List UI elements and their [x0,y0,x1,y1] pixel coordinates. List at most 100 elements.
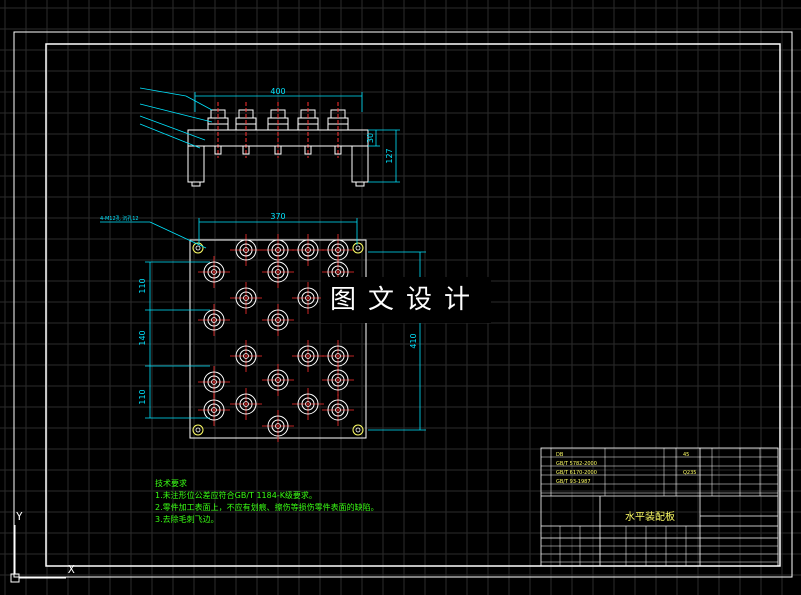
bolt-head [292,282,324,314]
bolt-core [275,377,281,383]
bolt-outer [327,369,349,391]
stud-shank [274,145,282,155]
tech-item-2: 2.零件加工表面上，不应有划痕、擦伤等损伤零件表面的缺陷。 [155,503,379,512]
corner-hole-outer [352,424,364,436]
corner-hole-outer [192,242,204,254]
tech-item-3: 3.去除毛刺飞边。 [155,515,219,524]
bolt-core [275,423,281,429]
bolt-core [305,247,311,253]
dim-plan-width: 370 [270,212,285,221]
tb-cell-2: GB/T 5782-2000 [556,461,597,467]
bolt-head [292,388,324,420]
stud-shank [242,145,250,155]
dim-top-width: 400 [270,87,285,96]
bolt-core [243,353,249,359]
bolt-inner [207,403,221,417]
corner-hole [352,424,364,436]
watermark-banner: 图文设计 [321,277,491,323]
bolt-core [243,247,249,253]
bolt-core [275,269,281,275]
corner-hole-outer [352,242,364,254]
stud [297,102,319,158]
bolt-core [211,269,217,275]
bolt-core [275,247,281,253]
stud-shank [214,145,222,155]
bolt-inner [301,243,315,257]
corner-hole-inner [355,245,361,251]
bolt-inner [301,397,315,411]
bolt-head [198,256,230,288]
bolt-inner [271,419,285,433]
bolt-core [335,269,341,275]
bolt-core [305,295,311,301]
ucs-y-label: Y [16,510,23,523]
ucs-icon [10,525,66,583]
bolt-inner [271,265,285,279]
plan-bolt-pattern [192,234,364,442]
inner-drawing-frame [45,43,781,567]
tb-cell-4: GB/T 93-1987 [556,479,591,485]
bolt-outer [235,345,257,367]
corner-hole-inner [195,245,201,251]
bolt-inner [239,397,253,411]
bolt-core [243,401,249,407]
drawing-title: 水平装配板 [625,512,675,523]
dim-pitch-1: 110 [138,278,147,293]
tb-cell-1: DB [556,452,564,458]
bolt-inner [207,313,221,327]
bolt-head [262,304,294,336]
bolt-core [211,379,217,385]
corner-hole-outer [192,424,204,436]
corner-hole [352,242,364,254]
stud-shank [304,145,312,155]
bolt-outer [235,239,257,261]
bolt-core [211,407,217,413]
bolt-inner [331,373,345,387]
bolt-head [230,234,262,266]
bolt-outer [297,345,319,367]
bolt-core [335,353,341,359]
bolt-head [262,364,294,396]
bolt-core [335,407,341,413]
bolt-head [198,366,230,398]
dim-plan-height: 410 [409,333,418,348]
bolt-inner [301,349,315,363]
tb-cell-6: 45 [683,452,689,458]
bolt-core [335,377,341,383]
bolt-outer [235,393,257,415]
bolt-inner [331,403,345,417]
bolt-outer [203,371,225,393]
bolt-head [230,340,262,372]
bolt-inner [207,375,221,389]
bolt-core [305,353,311,359]
corner-hole-inner [195,427,201,433]
dim-pitch-3: 110 [138,389,147,404]
bolt-head [198,394,230,426]
bolt-outer [235,287,257,309]
outer-sheet-border [13,31,793,578]
stud [207,102,229,158]
dim-top-height-total: 127 [385,148,394,163]
tech-heading: 技术要求 [155,479,187,488]
bolt-head [262,256,294,288]
bolt-core [335,247,341,253]
bolt-head [198,304,230,336]
bolt-head [230,282,262,314]
title-block [540,447,779,567]
tech-item-1: 1.未注形位公差应符合GB/T 1184-K级要求。 [155,491,317,500]
stud [267,102,289,158]
bolt-outer [297,287,319,309]
bolt-core [275,317,281,323]
bolt-core [243,295,249,301]
bolt-inner [239,349,253,363]
bolt-head [230,388,262,420]
tb-cell-5: Q235 [683,470,696,476]
bolt-inner [271,313,285,327]
bolt-head [262,410,294,442]
bolt-inner [207,265,221,279]
corner-hole-inner [355,427,361,433]
right-leg [351,145,369,183]
bolt-outer [267,415,289,437]
